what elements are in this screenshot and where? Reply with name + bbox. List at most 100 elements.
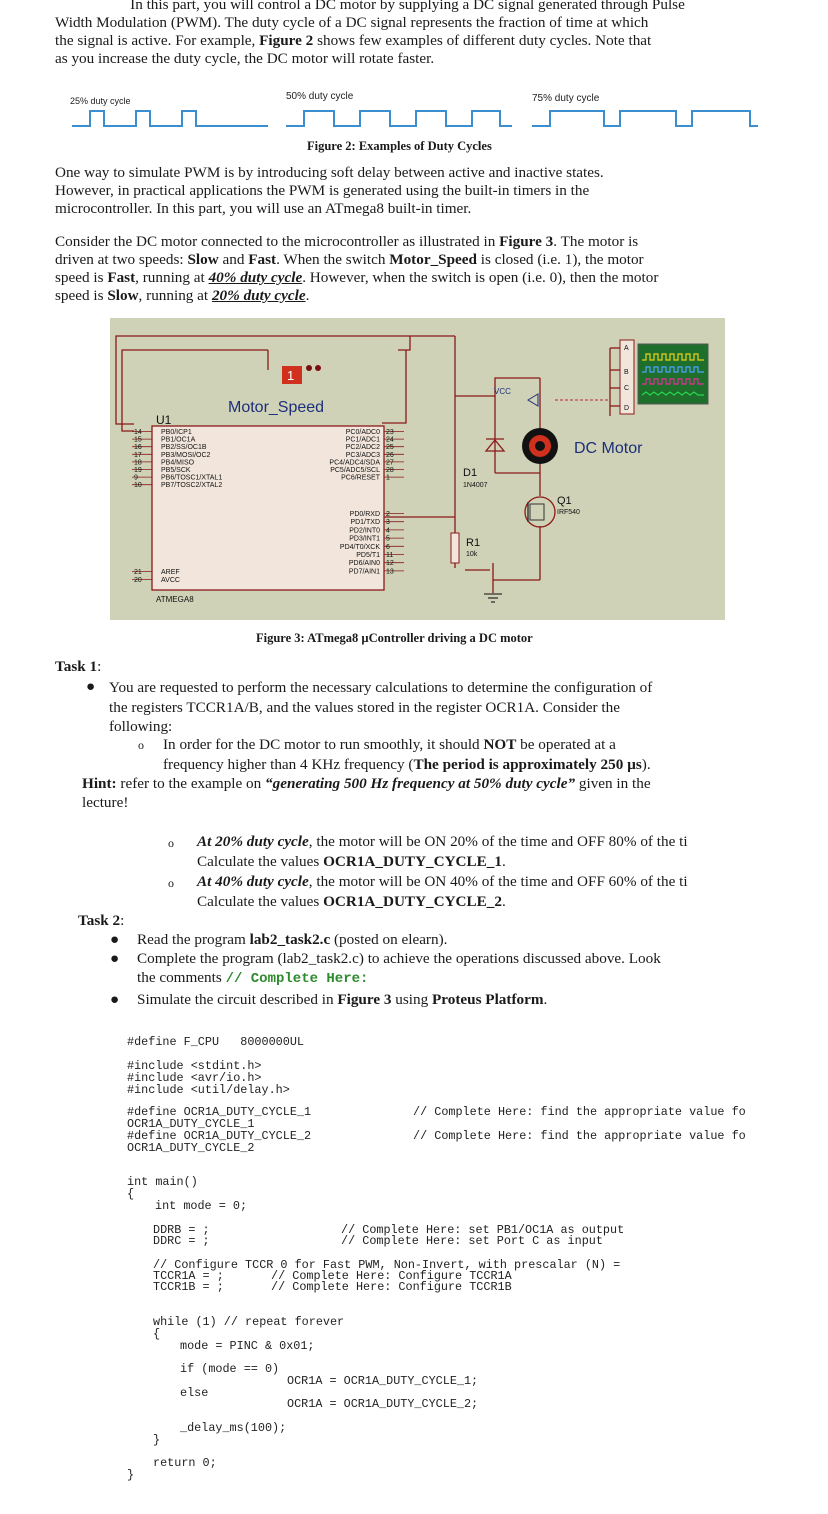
pwm-line-3: microcontroller. In this part, you will … — [55, 200, 472, 217]
pin-name: PB3/MOSI/OC2 — [161, 452, 211, 459]
figure-3-caption: Figure 3: ATmega8 µController driving a … — [256, 631, 533, 645]
task2-dot-1: ● — [110, 931, 120, 948]
pin-number: 5 — [386, 536, 390, 543]
intro-line-2: Width Modulation (PWM). The duty cycle o… — [55, 14, 649, 31]
intro-line-1: In this part, you will control a DC moto… — [130, 0, 685, 13]
chip-name: ATMEGA8 — [156, 595, 194, 604]
task1-heading: Task 1: — [55, 658, 102, 675]
atmega8-chip — [151, 425, 385, 591]
pin-number: 11 — [386, 552, 393, 559]
code-line: else — [180, 1386, 209, 1400]
pin-name: PD6/AIN0 — [349, 560, 380, 567]
pin-number: 27 — [386, 459, 394, 466]
code-line: { — [153, 1327, 161, 1341]
sub2-text: At 20% duty cycle, the motor will be ON … — [197, 832, 828, 871]
sub1-line-1: In order for the DC motor to run smoothl… — [163, 736, 616, 753]
code-line: // Configure TCCR 0 for Fast PWM, Non-In… — [153, 1258, 621, 1272]
task1-bullet-dot: ● — [86, 678, 96, 695]
code-comment: // Complete Here: set PB1/OC1A as output — [341, 1223, 625, 1237]
oscilloscope: A B C D — [619, 339, 709, 415]
pin-number: 10 — [134, 482, 142, 489]
code-line: #define OCR1A_DUTY_CYCLE_1 — [127, 1105, 312, 1119]
task2-item-2-line-2: the comments // Complete Here: — [137, 968, 369, 987]
q1-label: Q1 — [557, 495, 572, 507]
pin-name: PD4/T0/XCK — [340, 544, 380, 551]
pin-name: PD0/RXD — [350, 511, 380, 518]
right-pin-labels: 23PC0/ADC024PC1/ADC125PC2/ADC226PC3/ADC3… — [329, 429, 404, 575]
code-comment: // Complete Here: find the appropriate v… — [413, 1105, 746, 1119]
sub3-line-1: At 40% duty cycle, the motor will be ON … — [197, 873, 688, 890]
pin-name: PD7/AIN1 — [349, 568, 380, 575]
sub2-line-2: Calculate the values OCR1A_DUTY_CYCLE_1. — [197, 852, 506, 870]
task1-line-3: following: — [109, 718, 173, 735]
mosfet-q1: Q1 IRF540 — [524, 495, 580, 528]
scope-channel-b: B — [624, 369, 629, 376]
code-line: int mode = 0; — [155, 1199, 248, 1213]
pin-name: AREF — [161, 569, 180, 576]
vcc-label: VCC — [494, 387, 511, 396]
motor-speed-switch[interactable]: 1 — [282, 365, 321, 384]
task2-item-2-line-1: Complete the program (lab2_task2.c) to a… — [137, 950, 661, 967]
code-line: TCCR1A = ; — [153, 1269, 224, 1283]
pin-number: 20 — [134, 577, 142, 584]
q1-part: IRF540 — [557, 509, 580, 516]
pwm-line-2: However, in practical applications the P… — [55, 182, 590, 199]
scope-channel-d: D — [624, 405, 629, 412]
code-comment: // Complete Here: Configure TCCR1A — [271, 1269, 512, 1283]
code-line: DDRC = ; — [153, 1234, 210, 1248]
code-line: #define F_CPU 8000000UL — [127, 1035, 304, 1049]
pin-number: 9 — [134, 475, 138, 482]
pin-name: PB4/MISO — [161, 459, 195, 466]
ground-symbol — [484, 593, 502, 603]
switch-label: Motor_Speed — [228, 399, 324, 416]
pwm-line-1: One way to simulate PWM is by introducin… — [55, 164, 604, 181]
u1-label: U1 — [156, 413, 172, 427]
pin-number: 26 — [386, 452, 394, 459]
task2-heading: Task 2: — [78, 912, 125, 929]
label-50-duty: 50% duty cycle — [286, 91, 354, 102]
figure-2-caption: Figure 2: Examples of Duty Cycles — [307, 139, 492, 153]
pwm-paragraph: One way to simulate PWM is by introducin… — [55, 164, 760, 218]
pin-name: PC3/ADC3 — [346, 452, 380, 459]
motor-line-1: Consider the DC motor connected to the m… — [55, 233, 639, 250]
pin-name: PD5/T1 — [356, 552, 380, 559]
hint-text: Hint: refer to the example on “generatin… — [82, 774, 760, 812]
wave-25 — [72, 110, 268, 127]
intro-line-4: as you increase the duty cycle, the DC m… — [55, 50, 435, 67]
task2-dot-3: ● — [110, 991, 120, 1008]
pin-number: 28 — [386, 467, 394, 474]
pin-name: PB1/OC1A — [161, 437, 196, 444]
sub1-text: In order for the DC motor to run smoothl… — [163, 735, 760, 774]
pin-number: 4 — [386, 527, 390, 534]
code-line: } — [153, 1433, 161, 1447]
task1-line-2: the registers TCCR1A/B, and the values s… — [109, 698, 620, 716]
code-line: int main() — [127, 1175, 198, 1189]
code-line: } — [127, 1468, 135, 1482]
scope-channel-a: A — [624, 345, 629, 352]
sub2-marker: o — [168, 836, 174, 850]
sub3-line-2: Calculate the values OCR1A_DUTY_CYCLE_2. — [197, 892, 506, 910]
code-line: OCR1A_DUTY_CYCLE_2 — [127, 1141, 255, 1155]
code-line: OCR1A = OCR1A_DUTY_CYCLE_1; — [287, 1374, 479, 1388]
diode-d1: D1 1N4007 — [463, 438, 506, 489]
intro-line-3: the signal is active. For example, Figur… — [55, 32, 652, 49]
pin-name: PB2/SS/OC1B — [161, 444, 207, 451]
motor-line-2: driven at two speeds: Slow and Fast. Whe… — [55, 251, 644, 268]
code-line: TCCR1B = ; — [153, 1280, 224, 1294]
code-line: return 0; — [153, 1456, 217, 1470]
code-line: _delay_ms(100); — [180, 1421, 287, 1435]
pin-number: 21 — [134, 569, 142, 576]
pin-name: PB5/SCK — [161, 467, 191, 474]
sub1-line-2: frequency higher than 4 KHz frequency (T… — [163, 755, 651, 773]
pin-number: 16 — [134, 444, 142, 451]
task2-item-1: Read the program lab2_task2.c (posted on… — [137, 931, 448, 948]
pin-name: PD2/INT0 — [349, 527, 380, 534]
pin-name: PC6/RESET — [341, 475, 381, 482]
sub1-marker: o — [138, 738, 144, 752]
pin-number: 19 — [134, 467, 142, 474]
wave-75 — [532, 110, 758, 127]
sub3-text: At 40% duty cycle, the motor will be ON … — [197, 872, 828, 911]
pin-number: 2 — [386, 511, 390, 518]
